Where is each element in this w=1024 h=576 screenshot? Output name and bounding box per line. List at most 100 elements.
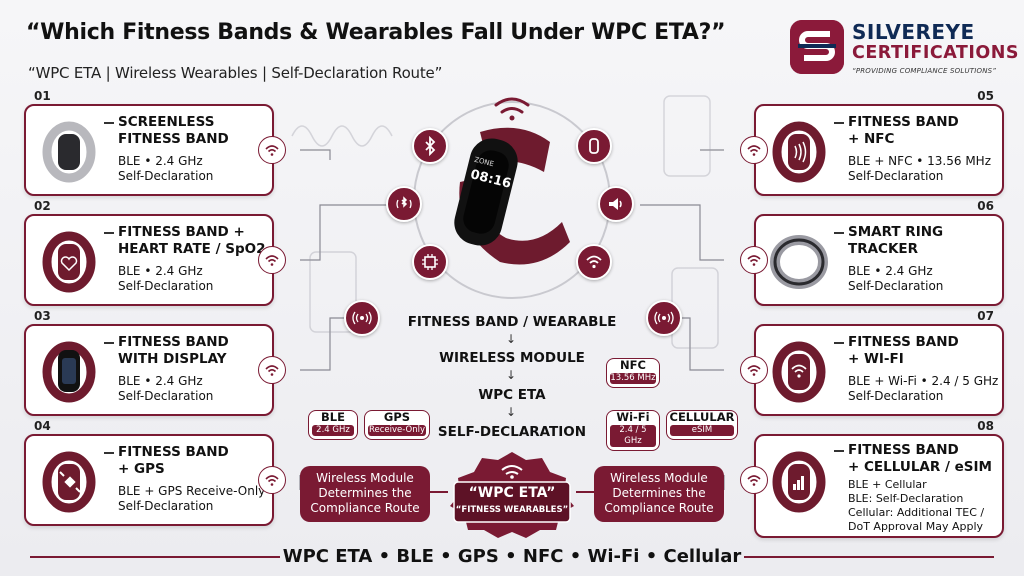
- card-title: FITNESS BAND + CELLULAR / eSIM: [834, 442, 998, 476]
- wireless-icon: [352, 311, 372, 325]
- speaker-hub: [598, 186, 634, 222]
- page-subtitle: “WPC ETA | Wireless Wearables | Self-Dec…: [28, 64, 443, 82]
- wifi-connector-01: [258, 136, 286, 164]
- logo-mark-icon: [790, 20, 844, 74]
- display-band-icon: [34, 336, 104, 406]
- route-box-right: Wireless Module Determines the Complianc…: [594, 466, 724, 522]
- wifi-icon: [747, 475, 761, 486]
- wifi-connector-07: [740, 356, 768, 384]
- card-number: 05: [977, 89, 994, 103]
- tag-sub: 2.4 GHz: [312, 425, 354, 436]
- wifi-icon: [747, 145, 761, 156]
- tag-ble: BLE 2.4 GHz: [308, 410, 358, 440]
- tag-wifi: Wi-Fi 2.4 / 5 GHz: [606, 410, 660, 451]
- tag-cellular: CELLULAR eSIM: [666, 410, 738, 440]
- chip-icon: [422, 254, 438, 270]
- card-title: FITNESS BAND + NFC: [834, 114, 998, 148]
- wifi-connector-08: [740, 466, 768, 494]
- tag-label: Wi-Fi: [616, 410, 650, 424]
- card-detail: BLE • 2.4 GHz Self-Declaration: [848, 264, 944, 293]
- nfc-band-icon: [764, 116, 834, 186]
- card-detail: BLE + Wi-Fi • 2.4 / 5 GHz Self-Declarati…: [848, 374, 999, 403]
- bluetooth-wave-hub: [386, 186, 422, 222]
- card-02-heart-rate-band: 02 FITNESS BAND + HEART RATE / SpO2 BLE …: [24, 199, 274, 306]
- card-number: 08: [977, 419, 994, 433]
- bluetooth-wave-icon: [396, 196, 412, 209]
- card-detail: BLE + Cellular BLE: Self-Declaration Cel…: [848, 478, 985, 533]
- bluetooth-hub: [412, 128, 448, 164]
- card-number: 04: [34, 419, 51, 433]
- screenless-band-icon: [34, 116, 104, 186]
- card-07-wifi-band: 07 FITNESS BAND + WI-FI BLE + Wi-Fi • 2.…: [754, 309, 1004, 416]
- watch-hub: [576, 128, 612, 164]
- wifi-band-icon: [764, 336, 834, 406]
- gps-band-icon: [34, 446, 104, 516]
- logo-name-line1: SILVEREYE: [852, 20, 975, 44]
- card-detail: BLE + GPS Receive-Only Self-Declaration: [118, 484, 266, 513]
- flow-arrow: ↓: [506, 368, 517, 382]
- tag-nfc: NFC 13.56 MHz: [606, 358, 660, 388]
- wpc-eta-badge: “WPC ETA” “FITNESS WEARABLES”: [440, 448, 584, 538]
- card-05-nfc-band: 05 FITNESS BAND + NFC BLE + NFC • 13.56 …: [754, 89, 1004, 196]
- route-box-left: Wireless Module Determines the Complianc…: [300, 466, 430, 522]
- flow-arrow: ↓: [506, 405, 517, 419]
- wifi-connector-03: [258, 356, 286, 384]
- tag-label: NFC: [620, 358, 646, 372]
- cellular-band-icon: [764, 446, 834, 516]
- logo-tagline: “PROVIDING COMPLIANCE SOLUTIONS”: [852, 67, 997, 75]
- card-title: FITNESS BAND + HEART RATE / SpO2: [104, 224, 268, 258]
- card-title: FITNESS BAND + GPS: [104, 444, 268, 478]
- wifi-icon: [265, 145, 279, 156]
- brand-logo: SILVEREYE CERTIFICATIONS “PROVIDING COMP…: [790, 18, 1019, 82]
- wifi-hub: [576, 244, 612, 280]
- badge-line1: “WPC ETA”: [468, 485, 556, 501]
- card-title: SMART RING TRACKER: [834, 224, 998, 258]
- card-detail: BLE • 2.4 GHz Self-Declaration: [118, 374, 214, 403]
- heart-rate-band-icon: [34, 226, 104, 296]
- card-title: FITNESS BAND WITH DISPLAY: [104, 334, 268, 368]
- card-08-cellular-band: 08 FITNESS BAND + CELLULAR / eSIM BLE + …: [754, 419, 1004, 538]
- card-number: 07: [977, 309, 994, 323]
- page-title: “Which Fitness Bands & Wearables Fall Un…: [26, 20, 726, 45]
- badge-line2: “FITNESS WEARABLES”: [455, 505, 569, 515]
- footer-divider-left: [30, 556, 280, 558]
- speaker-icon: [609, 198, 622, 210]
- wifi-connector-02: [258, 246, 286, 274]
- flow-step-wireless-module: WIRELESS MODULE: [439, 350, 585, 366]
- fitness-band-illustration: [454, 127, 570, 265]
- card-number: 01: [34, 89, 51, 103]
- wireless-icon: [654, 311, 674, 325]
- wifi-icon: [747, 365, 761, 376]
- tag-sub: eSIM: [670, 425, 734, 436]
- wireless-hub-right: [646, 300, 682, 336]
- tag-label: GPS: [383, 410, 411, 424]
- card-06-smart-ring: 06 SMART RING TRACKER BLE • 2.4 GHz Self…: [754, 199, 1004, 306]
- flow-step-self-declaration: SELF-DECLARATION: [437, 424, 587, 440]
- card-title: FITNESS BAND + WI-FI: [834, 334, 998, 368]
- footer-protocols: WPC ETA • BLE • GPS • NFC • Wi-Fi • Cell…: [282, 546, 742, 567]
- wireless-hub-left: [344, 300, 380, 336]
- card-title: SCREENLESS FITNESS BAND: [104, 114, 268, 148]
- wifi-icon: [265, 475, 279, 486]
- card-04-gps-band: 04 FITNESS BAND + GPS BLE + GPS Receive-…: [24, 419, 274, 526]
- card-number: 03: [34, 309, 51, 323]
- wifi-connector-06: [740, 246, 768, 274]
- wifi-connector-05: [740, 136, 768, 164]
- tag-label: CELLULAR: [669, 410, 735, 424]
- bluetooth-icon: [425, 136, 436, 156]
- tag-sub: 2.4 / 5 GHz: [610, 425, 656, 447]
- smart-ring-icon: [764, 226, 834, 296]
- card-detail: BLE + NFC • 13.56 MHz Self-Declaration: [848, 154, 991, 183]
- flow-step-wearable: FITNESS BAND / WEARABLE: [407, 314, 617, 330]
- wifi-icon: [265, 255, 279, 266]
- chip-hub: [412, 244, 448, 280]
- tag-label: BLE: [321, 410, 345, 424]
- tag-sub: 13.56 MHz: [610, 373, 656, 384]
- wifi-icon: [747, 255, 761, 266]
- flow-arrow: ↓: [506, 332, 517, 346]
- card-detail: BLE • 2.4 GHz Self-Declaration: [118, 264, 214, 293]
- flow-step-wpc-eta: WPC ETA: [478, 387, 546, 403]
- card-number: 02: [34, 199, 51, 213]
- card-detail: BLE • 2.4 GHz Self-Declaration: [118, 154, 214, 183]
- watch-icon: [589, 138, 599, 154]
